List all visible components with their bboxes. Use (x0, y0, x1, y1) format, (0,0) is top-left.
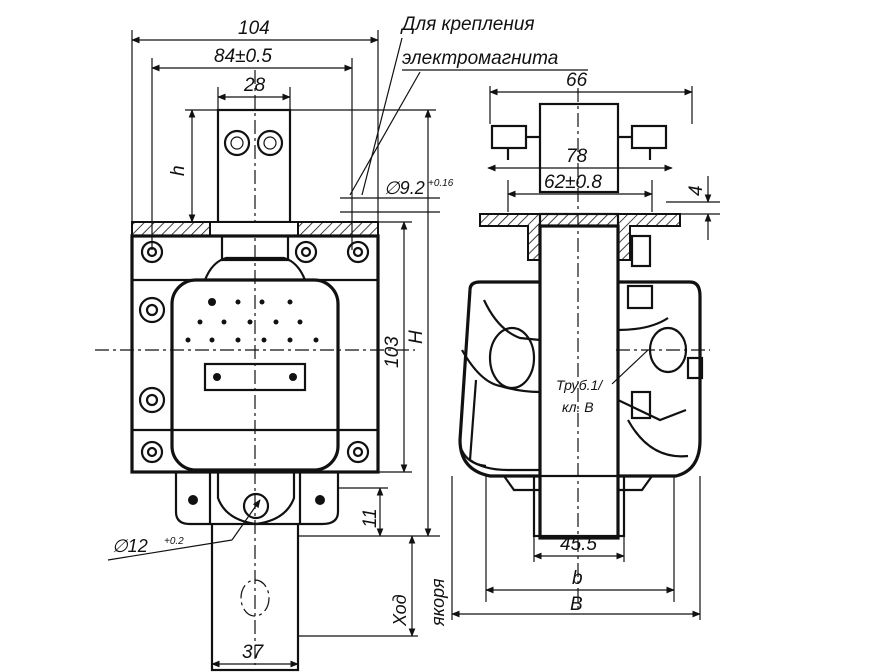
dim-H: H (406, 330, 427, 344)
mounting-note: Для крепления электромагнита (349, 14, 588, 196)
tube-note-line1: Труб.1/ (556, 377, 604, 393)
dim-B: B (570, 594, 583, 615)
dim-104: 104 (238, 18, 270, 39)
dim-28: 28 (243, 75, 266, 96)
stroke-line1: Ход (390, 594, 410, 627)
front-view: 104 84±0.5 28 h ∅9.2 +0.16 (95, 18, 454, 672)
hole-top-dia: ∅9.2 (384, 178, 425, 198)
dim-b: b (572, 568, 583, 589)
note-line2: электромагнита (402, 48, 558, 69)
dim-62: 62±0.8 (544, 172, 602, 193)
hole-bottom-dia: ∅12 (112, 536, 148, 556)
dim-103: 103 (382, 336, 403, 368)
dim-78: 78 (566, 146, 588, 167)
tube-note-line2: кл. В (562, 399, 594, 415)
note-line1: Для крепления (400, 14, 535, 35)
side-view: 66 78 62±0.8 4 (451, 70, 720, 620)
hole-bottom-tol: +0.2 (164, 536, 184, 547)
hole-top-tol: +0.16 (428, 178, 454, 189)
dim-84: 84±0.5 (214, 46, 272, 67)
stroke-line2: якоря (428, 578, 448, 627)
dim-11: 11 (360, 508, 381, 528)
dim-4: 4 (686, 185, 707, 196)
dim-h: h (168, 165, 189, 176)
dim-37: 37 (242, 642, 265, 663)
dim-45-5: 45.5 (560, 534, 597, 555)
dim-66: 66 (566, 70, 588, 91)
